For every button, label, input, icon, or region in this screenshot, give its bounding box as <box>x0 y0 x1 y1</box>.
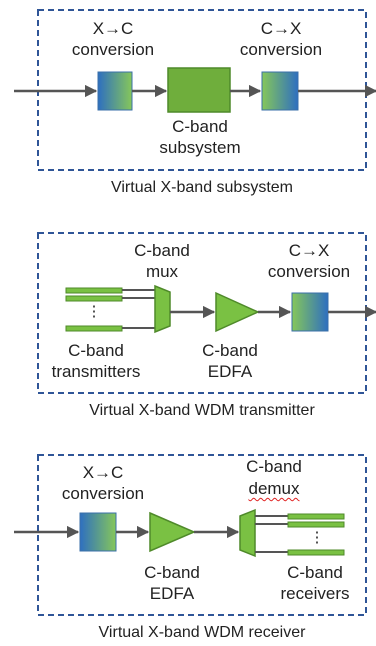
mux-label-line2: mux <box>145 262 179 281</box>
cx-label-line1: C→X <box>260 19 302 38</box>
receivers-label: C-band receivers <box>270 562 360 604</box>
transmitters-label: C-band transmitters <box>44 340 148 382</box>
xc-label-line2: conversion <box>61 484 145 503</box>
xc-label-line1: X→C <box>92 19 134 38</box>
xc-converter-block <box>79 512 117 552</box>
edfa-label: C-band EDFA <box>190 340 270 382</box>
transmitters-label-line2: transmitters <box>51 362 141 381</box>
receiver-bar <box>287 521 345 528</box>
edfa-label: C-band EDFA <box>132 562 212 604</box>
cx-converter-block <box>261 71 299 111</box>
panel3-frame <box>37 454 367 616</box>
panel1-caption: Virtual X-band subsystem <box>110 179 293 196</box>
c-band-subsystem-block <box>167 67 231 113</box>
subsystem-label-line1: C-band <box>172 117 228 136</box>
mux-label: C-band mux <box>112 240 212 282</box>
receiver-bar <box>287 549 345 556</box>
edfa-label-line2: EDFA <box>149 584 195 603</box>
edfa-amplifier-block <box>215 291 260 333</box>
tx-dots: ⋮ <box>86 303 102 320</box>
cx-converter-block <box>291 292 329 332</box>
subsystem-label-line2: subsystem <box>159 138 241 157</box>
panel2-frame <box>37 232 367 394</box>
mux-label-line1: C-band <box>134 241 190 260</box>
edfa-label-line1: C-band <box>144 563 200 582</box>
rx-dots: ⋮ <box>309 529 325 546</box>
cx-label-line2: conversion <box>239 40 323 59</box>
demux-label: C-band demux <box>224 456 324 501</box>
demux-label-line1: C-band <box>246 457 302 476</box>
cx-label-line1: C→X <box>288 241 330 260</box>
c-band-subsystem-label: C-band subsystem <box>148 116 252 158</box>
demux-block <box>239 508 256 558</box>
transmitter-bar <box>65 325 123 332</box>
xc-label-line1: X→C <box>82 463 124 482</box>
xc-label-line2: conversion <box>71 40 155 59</box>
receiver-bar <box>287 513 345 520</box>
mux-block <box>154 284 171 334</box>
panel2-caption: Virtual X-band WDM transmitter <box>89 402 315 419</box>
xc-converter-block <box>97 71 133 111</box>
transmitter-bar <box>65 287 123 294</box>
edfa-amplifier-block <box>149 511 196 553</box>
cx-label-line2: conversion <box>267 262 351 281</box>
cx-conversion-label: C→X conversion <box>226 18 336 60</box>
cx-conversion-label: C→X conversion <box>254 240 364 282</box>
xc-conversion-label: X→C conversion <box>48 462 158 504</box>
receivers-label-line2: receivers <box>280 584 350 603</box>
edfa-label-line1: C-band <box>202 341 258 360</box>
xc-conversion-label: X→C conversion <box>58 18 168 60</box>
demux-label-line2: demux <box>248 479 300 498</box>
transmitters-label-line1: C-band <box>68 341 124 360</box>
panel3-caption: Virtual X-band WDM receiver <box>98 624 306 641</box>
edfa-label-line2: EDFA <box>207 362 253 381</box>
receivers-label-line1: C-band <box>287 563 343 582</box>
transmitter-bar <box>65 295 123 302</box>
